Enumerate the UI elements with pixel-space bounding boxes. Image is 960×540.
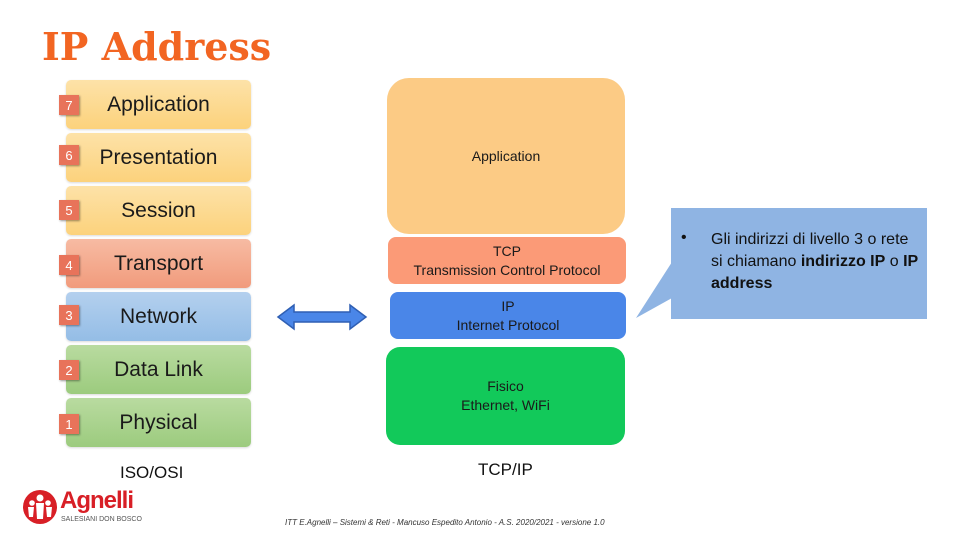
- layer-number-badge: 7: [59, 95, 79, 115]
- osi-layer-transport: Transport: [66, 239, 251, 288]
- osi-layer-label: Physical: [119, 410, 198, 434]
- tcpip-caption: TCP/IP: [478, 460, 533, 479]
- callout-bullet: •: [681, 229, 687, 246]
- callout-text: Gli indirizzi di livello 3 o rete si chi…: [711, 229, 921, 295]
- tcpip-fisico-layer: Fisico Ethernet, WiFi: [386, 347, 625, 445]
- osi-layer-physical: Physical: [66, 398, 251, 447]
- tcpip-ip-layer: IP Internet Protocol: [390, 292, 626, 339]
- double-arrow-icon: [276, 303, 368, 331]
- osi-caption: ISO/OSI: [120, 463, 184, 482]
- osi-layer-session: Session: [66, 186, 251, 235]
- tcpip-application-layer: Application: [387, 78, 625, 234]
- osi-layer-label: Data Link: [114, 357, 203, 381]
- layer-number-badge: 4: [59, 255, 79, 275]
- osi-layer-label: Application: [107, 92, 210, 116]
- tcpip-application-label: Application: [471, 147, 541, 164]
- osi-layer-label: Network: [119, 304, 198, 328]
- ip-subtitle: Internet Protocol: [456, 316, 560, 333]
- logo-name: Agnelli: [60, 487, 134, 514]
- callout-box: [671, 208, 927, 319]
- osi-layer-label: Session: [121, 198, 196, 222]
- tcpip-tcp-layer: TCP Transmission Control Protocol: [388, 237, 626, 284]
- agnelli-logo-icon: [23, 490, 57, 524]
- osi-layer-label: Presentation: [99, 145, 218, 169]
- layer-number-badge: 2: [59, 360, 79, 380]
- layer-number-badge: 1: [59, 414, 79, 434]
- footer-text: ITT E.Agnelli – Sistemi & Reti - Mancuso…: [285, 518, 605, 527]
- callout-text-or: o: [885, 253, 904, 270]
- callout-pointer: [636, 262, 672, 318]
- tcp-title: TCP: [493, 242, 521, 259]
- tcp-subtitle: Transmission Control Protocol: [413, 261, 601, 278]
- layer-number-badge: 6: [59, 145, 79, 165]
- layer-number-badge: 3: [59, 305, 79, 325]
- osi-layer-presentation: Presentation: [66, 133, 251, 182]
- fisico-title: Fisico: [487, 378, 524, 394]
- callout-bold-ip: indirizzo IP: [800, 253, 886, 270]
- callout-bold-ip-address: IP address: [711, 253, 918, 292]
- osi-layer-label: Transport: [113, 251, 204, 275]
- callout-text-plain: Gli indirizzi di livello 3 o rete si chi…: [711, 231, 909, 270]
- logo-subtitle: SALESIANI DON BOSCO: [61, 516, 142, 523]
- layer-number-badge: 5: [59, 200, 79, 220]
- page-title: IP Address: [42, 24, 272, 69]
- osi-layer-network: Network: [66, 292, 251, 341]
- osi-layer-data-link: Data Link: [66, 345, 251, 394]
- fisico-subtitle: Ethernet, WiFi: [461, 397, 550, 413]
- ip-title: IP: [501, 297, 515, 314]
- osi-layer-application: Application: [66, 80, 251, 129]
